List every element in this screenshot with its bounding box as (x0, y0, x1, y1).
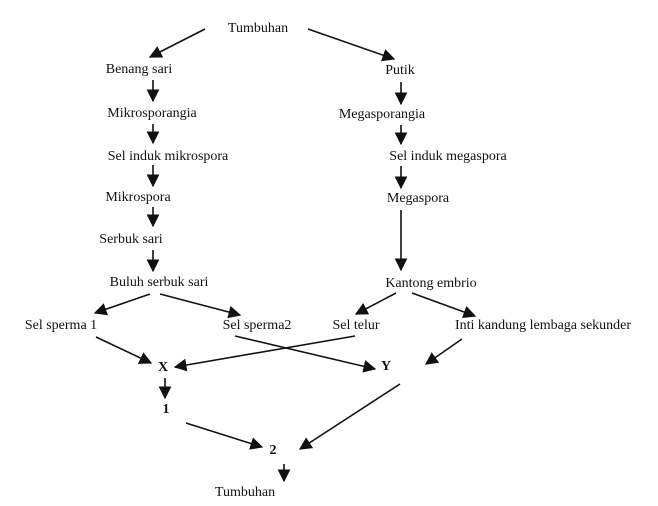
node-secondary-nucleus: Inti kandung lembaga sekunder (454, 318, 632, 333)
node-sperm2: Sel sperma2 (222, 318, 292, 333)
arrow-root-to-pistil (307, 28, 396, 62)
arrow-embryo-sac-to-secondary (411, 292, 477, 319)
arrow-y-to-2 (298, 383, 401, 450)
node-microspore-mother: Sel induk mikrospora (107, 149, 229, 164)
node-two: 2 (269, 443, 277, 458)
node-embryo-sac: Kantong embrio (385, 276, 477, 291)
arrow-tube-to-sperm1 (93, 293, 151, 316)
node-megaspore: Megaspora (386, 191, 450, 206)
node-megaspore-mother: Sel induk megaspora (389, 149, 507, 164)
node-root: Tumbuhan (227, 21, 289, 36)
arrow-embryo-sac-to-egg (354, 292, 397, 315)
node-megasporangia: Megasporangia (338, 107, 426, 122)
arrow-secondary-to-y (424, 338, 463, 365)
arrow-egg-to-x (173, 335, 356, 372)
node-result: Tumbuhan (214, 485, 276, 500)
arrow-tube-to-sperm2 (159, 293, 242, 319)
node-stamen: Benang sari (105, 62, 173, 77)
node-pollen-tube: Buluh serbuk sari (109, 275, 209, 290)
node-y: Y (380, 359, 392, 374)
node-sperm1: Sel sperma 1 (24, 318, 98, 333)
node-one: 1 (162, 402, 170, 417)
node-pollen: Serbuk sari (99, 232, 163, 247)
arrow-1-to-2 (185, 422, 264, 450)
node-microsporangia: Mikrosporangia (107, 106, 197, 121)
arrow-sperm2-to-y (234, 335, 377, 373)
arrow-root-to-stamen (148, 28, 206, 58)
arrow-sperm1-to-x (95, 336, 153, 364)
node-x: X (157, 360, 169, 375)
node-pistil: Putik (385, 63, 415, 78)
node-microspore: Mikrospora (105, 190, 171, 205)
node-egg-cell: Sel telur (332, 318, 380, 333)
